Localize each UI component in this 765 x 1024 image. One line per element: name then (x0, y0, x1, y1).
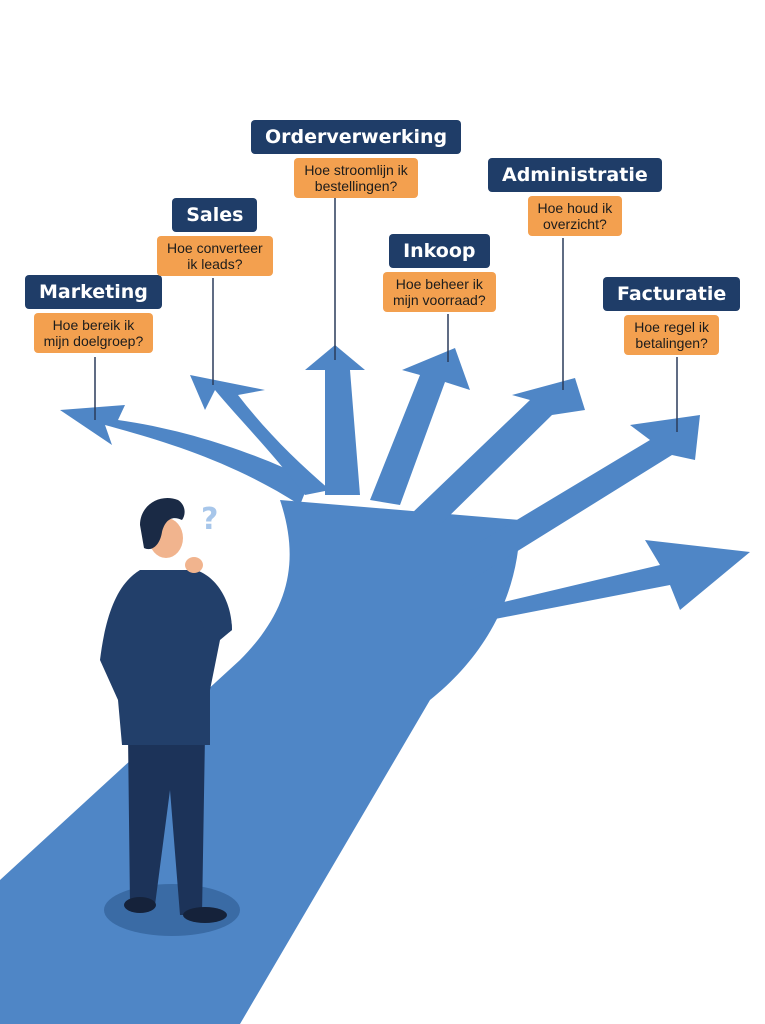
branch-question-orderverwerking: Hoe stroomlijn ik bestellingen? (294, 158, 418, 198)
arrow-inkoop (370, 348, 470, 505)
pointer-lines (94, 198, 678, 432)
arrow-marketing (60, 405, 310, 505)
right-shoe (183, 907, 227, 923)
branch-question-marketing: Hoe bereik ik mijn doelgroep? (33, 313, 154, 353)
question-mark-icon: ? (201, 502, 219, 537)
arrow-orderverwerking (305, 345, 365, 495)
branch-title-sales: Sales (172, 198, 258, 232)
branch-arrows (60, 345, 750, 620)
branch-facturatie: Facturatie Hoe regel ik betalingen? (603, 277, 741, 355)
arrow-sales (190, 375, 330, 495)
branch-title-orderverwerking: Orderverwerking (251, 120, 462, 154)
left-shoe (124, 897, 156, 913)
branch-administratie: Administratie Hoe houd ik overzicht? (488, 158, 662, 236)
arrow-extra (470, 540, 750, 620)
arrow-administratie (410, 378, 585, 525)
branch-title-facturatie: Facturatie (603, 277, 741, 311)
branch-question-administratie: Hoe houd ik overzicht? (527, 196, 623, 236)
branch-orderverwerking: Orderverwerking Hoe stroomlijn ik bestel… (251, 120, 462, 198)
branch-title-inkoop: Inkoop (389, 234, 490, 268)
arrow-facturatie (425, 415, 700, 590)
branch-question-inkoop: Hoe beheer ik mijn voorraad? (383, 272, 496, 312)
hand (185, 557, 203, 573)
branch-question-sales: Hoe converteer ik leads? (157, 236, 273, 276)
branch-inkoop: Inkoop Hoe beheer ik mijn voorraad? (383, 234, 496, 312)
branch-title-administratie: Administratie (488, 158, 662, 192)
raised-arm (195, 575, 232, 645)
businessman-figure (100, 497, 240, 936)
branch-sales: Sales Hoe converteer ik leads? (157, 198, 273, 276)
branch-marketing: Marketing Hoe bereik ik mijn doelgroep? (25, 275, 162, 353)
branch-title-marketing: Marketing (25, 275, 162, 309)
legs (128, 735, 205, 915)
branch-question-facturatie: Hoe regel ik betalingen? (624, 315, 719, 355)
hair (140, 497, 185, 550)
